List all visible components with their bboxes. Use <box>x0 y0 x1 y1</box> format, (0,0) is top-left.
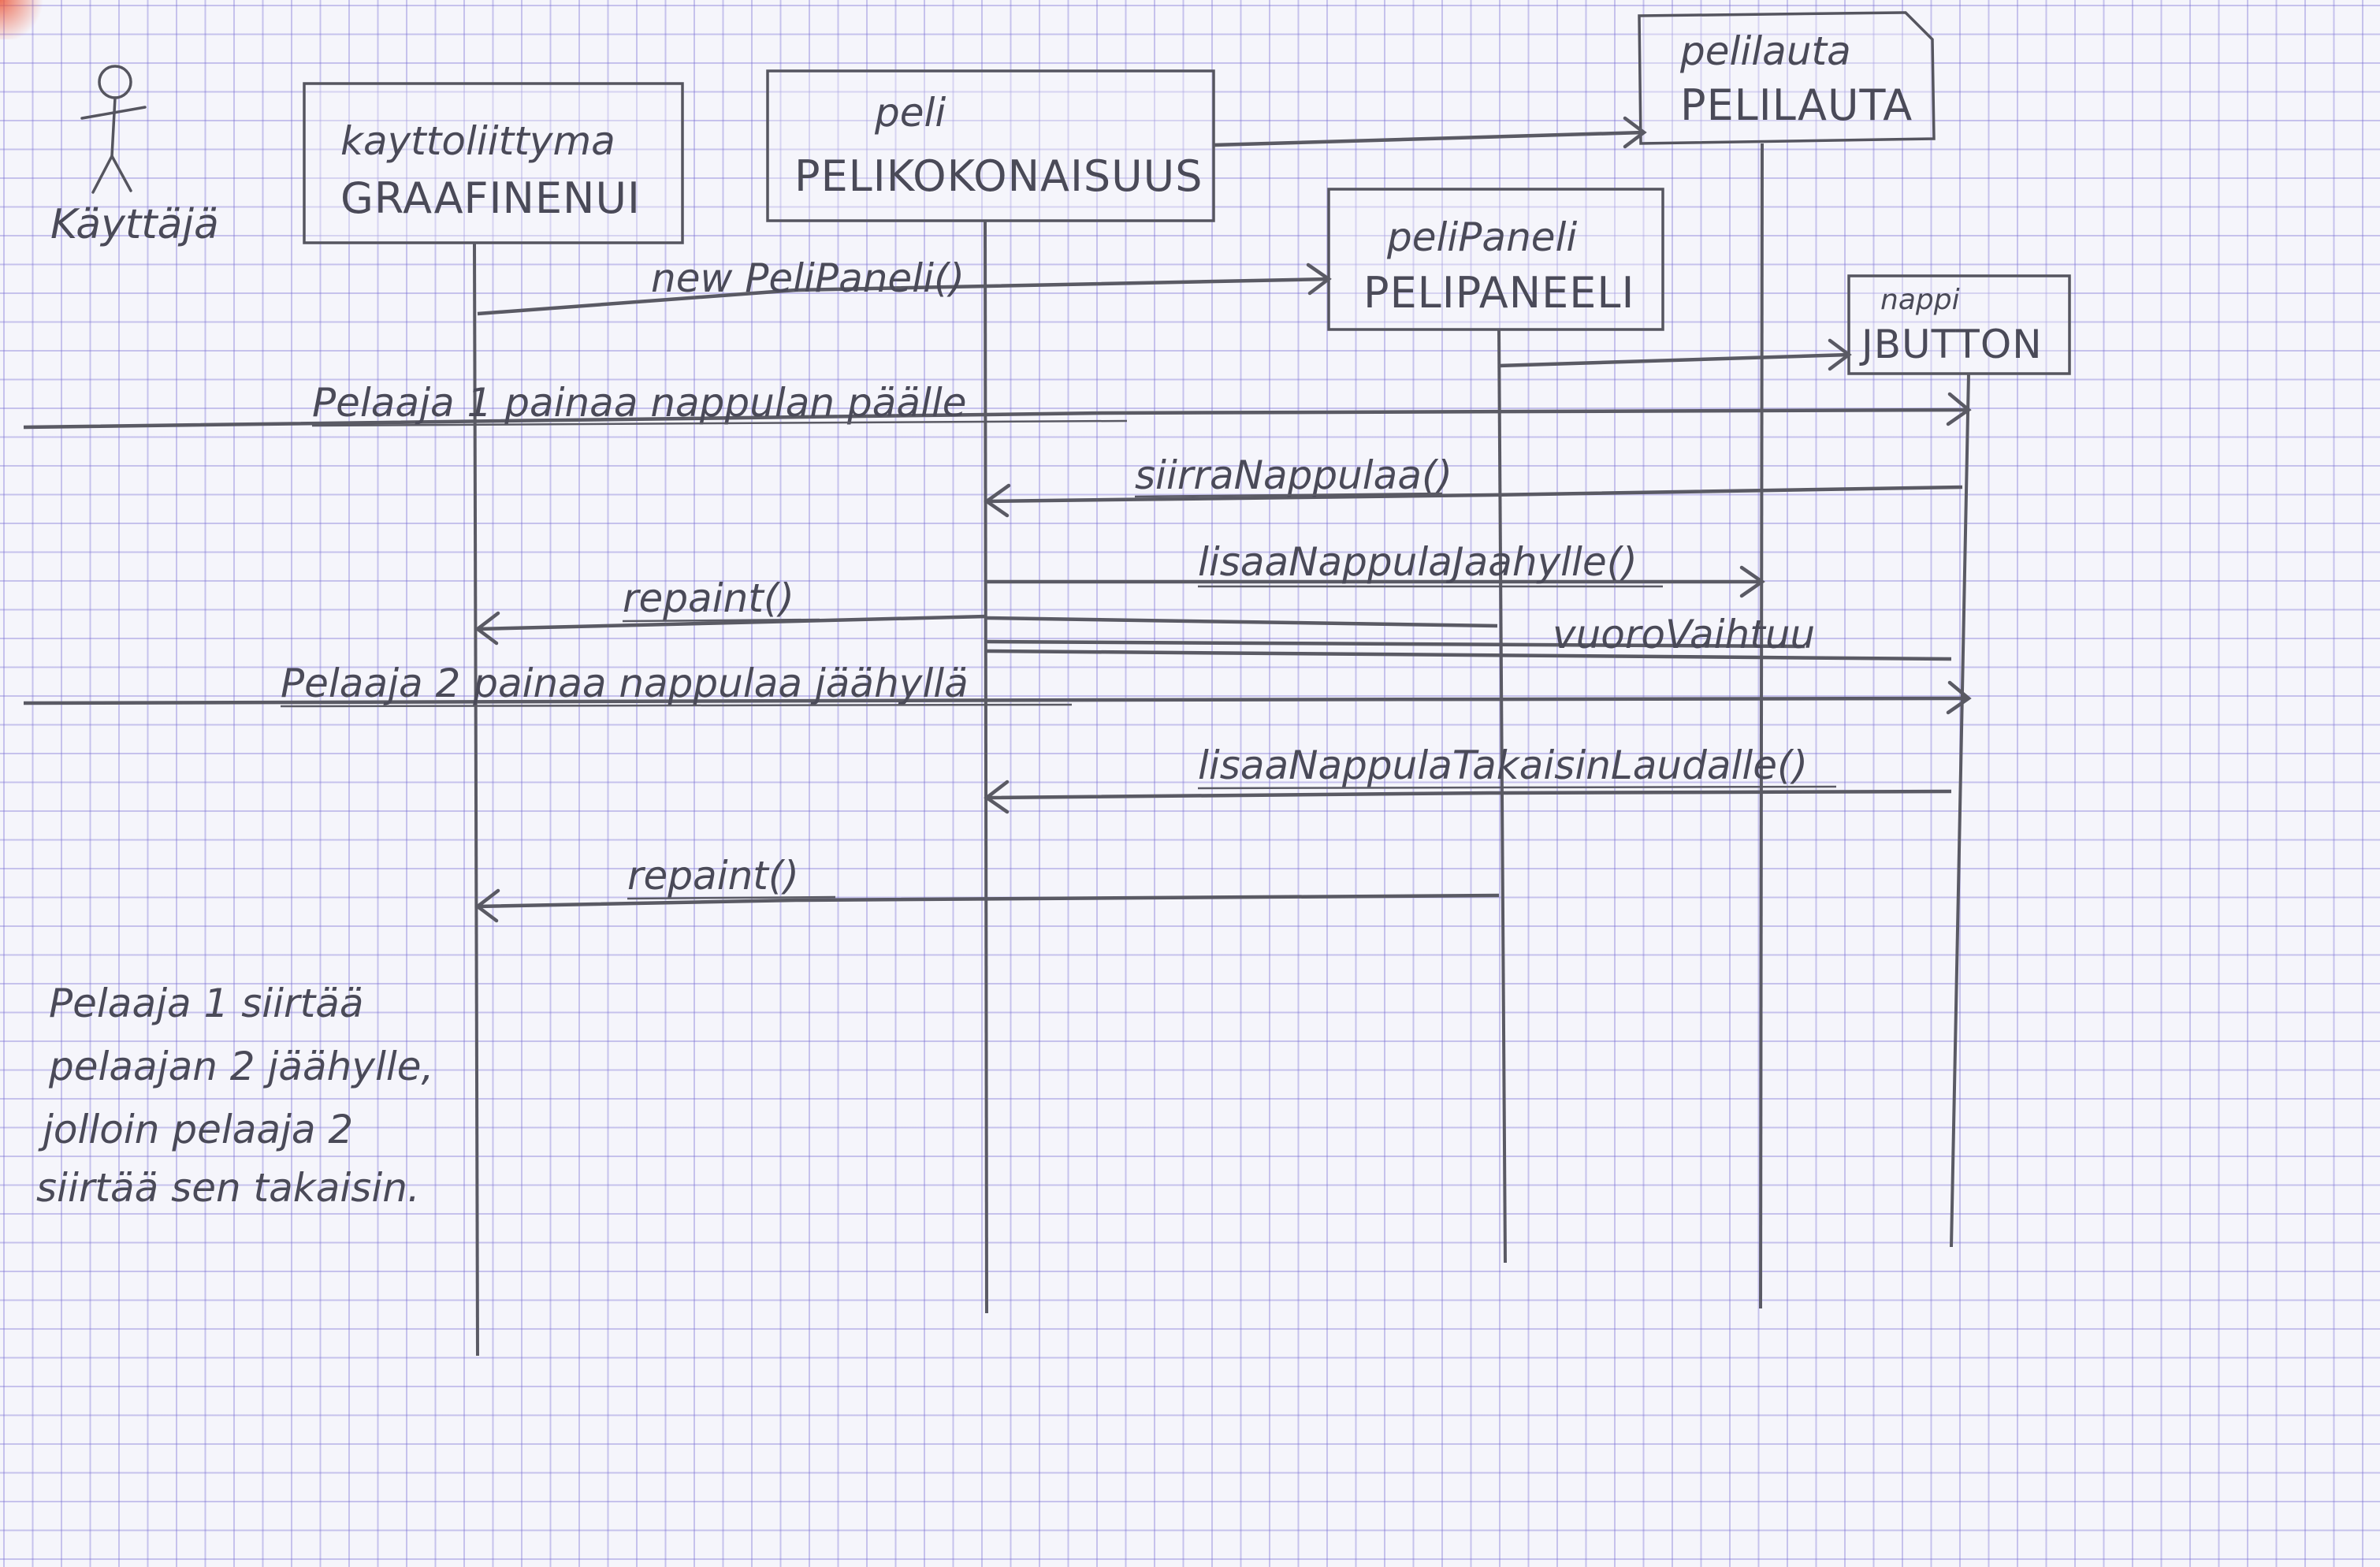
participant-board-name: pelilauta <box>1679 28 1851 74</box>
lifeline-game <box>984 220 988 1314</box>
actor-label: Käyttäjä <box>50 201 219 248</box>
note-line-3: jolloin pelaaja 2 <box>38 1107 353 1152</box>
message-repaint-2: repaint() <box>474 853 1500 923</box>
participant-game-class: PELIKOKONAISUUS <box>794 151 1203 201</box>
message-repaint-1-label: repaint() <box>623 575 794 621</box>
note-line-4: siirtää sen takaisin. <box>36 1165 420 1211</box>
message-vuoro-vaihtuu-label: vuoroVaihtuu <box>1553 612 1815 657</box>
participant-panel: peliPaneli PELIPANEELI <box>1327 188 1664 331</box>
actor: Käyttäjä <box>50 65 219 248</box>
message-player2-press: Pelaaja 2 painaa nappulaa jäähyllä <box>23 661 1972 715</box>
participant-ui-name: kayttoliittyma <box>340 118 615 164</box>
message-player2-press-label: Pelaaja 2 painaa nappulaa jäähyllä <box>281 661 969 706</box>
participant-panel-class: PELIPANEELI <box>1363 268 1634 318</box>
note-line-2: pelaajan 2 jäähylle, <box>48 1044 433 1089</box>
message-siirra-nappulaa-label: siirraNappulaa() <box>1135 452 1452 498</box>
participant-panel-name: peliPaneli <box>1386 214 1577 260</box>
message-repaint-1: repaint() <box>474 575 1498 646</box>
participant-ui-class: GRAAFINENUI <box>340 173 641 223</box>
participant-game: peli PELIKOKONAISUUS <box>766 69 1215 222</box>
message-new-pelipaneli: new PeliPaneli() <box>477 255 1332 316</box>
lifeline-button <box>1950 373 1970 1248</box>
lifeline-ui <box>473 242 479 1357</box>
message-lisaa-takaisin-label: lisaaNappulaTakaisinLaudalle() <box>1198 743 1808 788</box>
participant-button-class: JBUTTON <box>1859 322 2043 367</box>
message-repaint-2-label: repaint() <box>627 853 799 899</box>
message-player1-press: Pelaaja 1 painaa nappulan päälle <box>23 380 1972 430</box>
message-lisaa-jaahylle-label: lisaaNappulaJaahylle() <box>1198 539 1638 585</box>
participant-ui: kayttoliittyma GRAAFINENUI <box>303 82 684 244</box>
stick-figure-icon <box>80 65 147 194</box>
lifeline-board <box>1759 143 1764 1309</box>
game-to-board-arrow <box>1213 116 1647 149</box>
participant-board-class: PELILAUTA <box>1680 80 1913 130</box>
note-line-1: Pelaaja 1 siirtää <box>49 981 364 1026</box>
message-siirra-nappulaa: siirraNappulaa() <box>984 452 1963 518</box>
message-player1-press-label: Pelaaja 1 painaa nappulan päälle <box>312 380 967 426</box>
message-lisaa-jaahylle: lisaaNappulaJaahylle() <box>987 539 1765 598</box>
lifeline-panel <box>1497 329 1507 1264</box>
participant-button-name: nappi <box>1880 284 1960 316</box>
message-vuoro-vaihtuu: vuoroVaihtuu <box>986 612 1952 661</box>
participant-game-name: peli <box>874 90 946 136</box>
message-new-pelipaneli-label: new PeliPaneli() <box>651 255 965 301</box>
message-lisaa-takaisin: lisaaNappulaTakaisinLaudalle() <box>984 743 1952 814</box>
note: Pelaaja 1 siirtää pelaajan 2 jäähylle, j… <box>36 981 433 1211</box>
participant-board: pelilauta PELILAUTA <box>1638 11 1936 145</box>
participant-button: nappi JBUTTON <box>1847 274 2071 375</box>
panel-to-button-arrow <box>1498 338 1852 371</box>
